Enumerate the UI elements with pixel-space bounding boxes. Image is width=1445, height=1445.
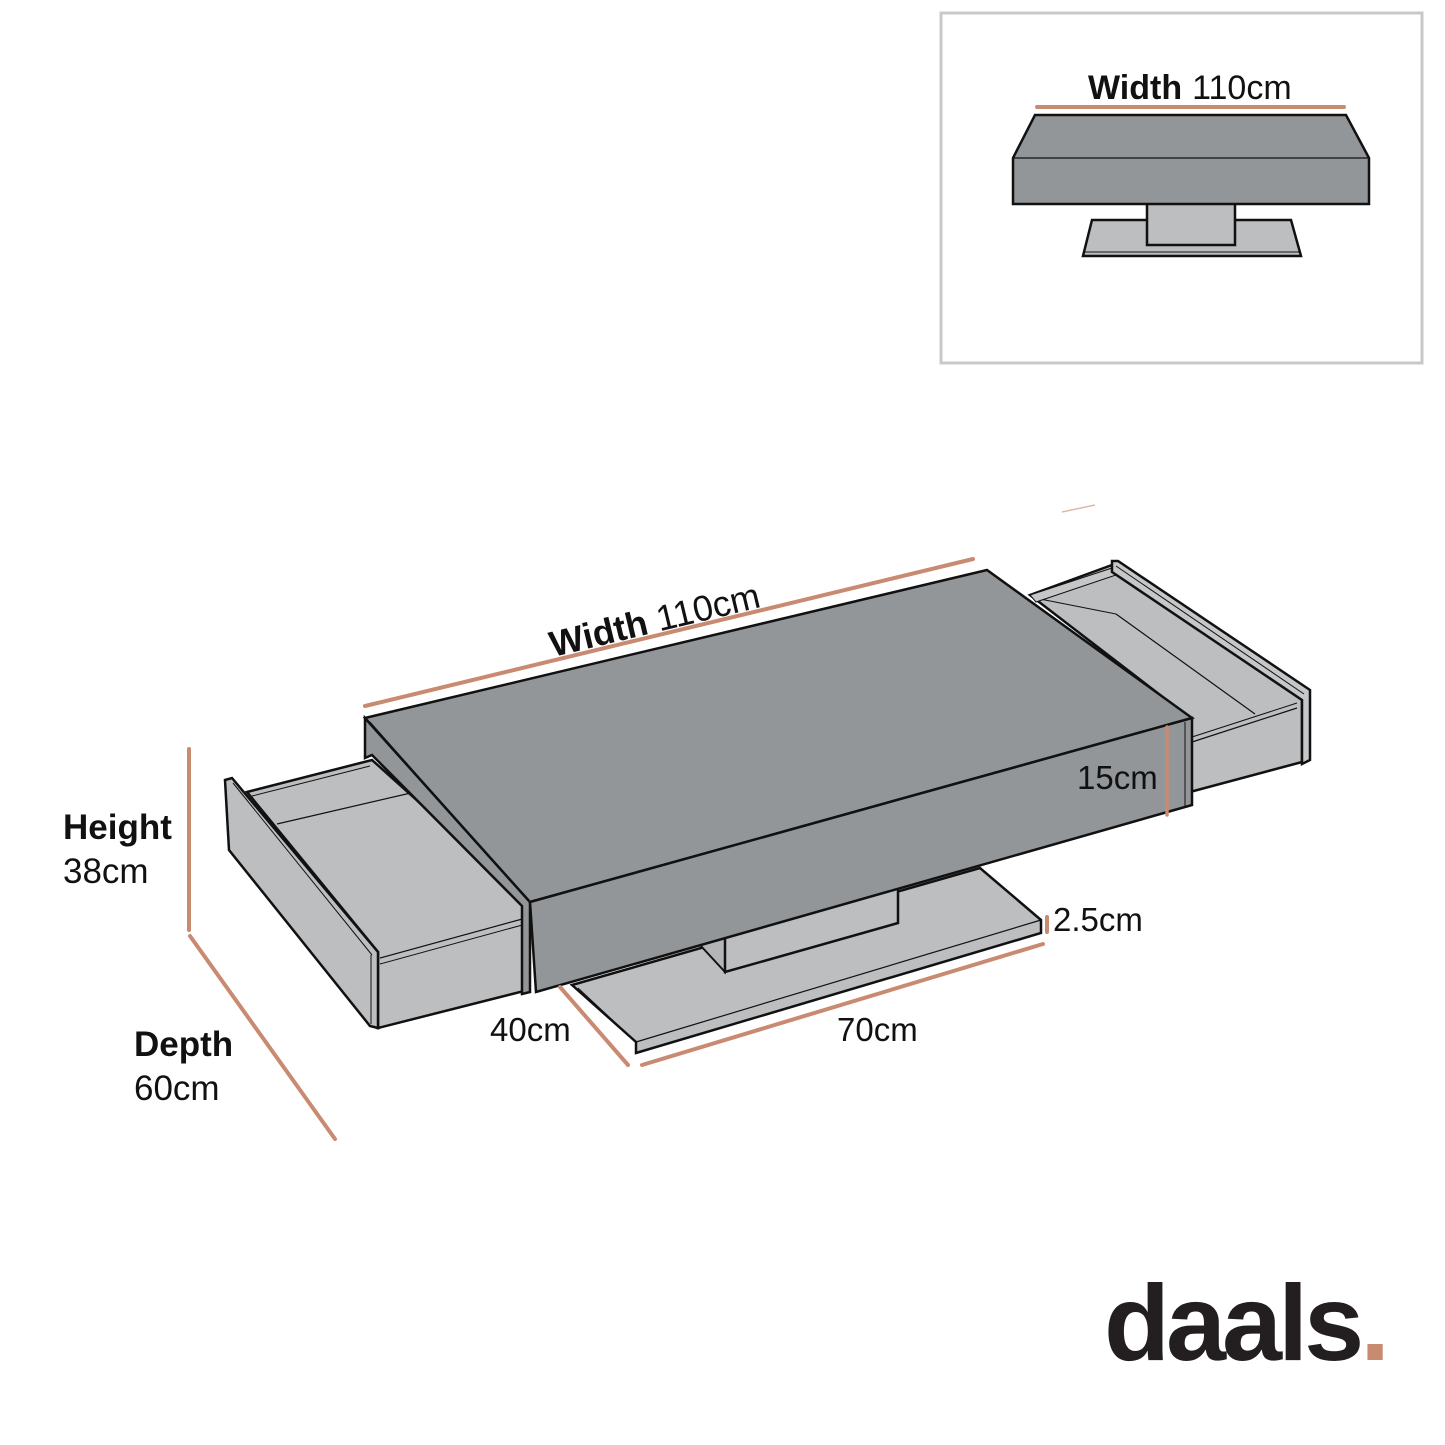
- brand-logo: daals.: [1104, 1268, 1390, 1378]
- base-depth-dimension-line: [558, 985, 630, 1067]
- base-depth-label: 40cm: [490, 1011, 571, 1048]
- base-plate: [569, 866, 1043, 1055]
- inset-table-top: [1011, 113, 1371, 206]
- inset-pedestal: [1145, 201, 1237, 247]
- depth-label-key: Depth: [134, 1025, 234, 1064]
- dimension-lines: [187, 557, 1169, 1141]
- width-dimension-line: [363, 557, 975, 708]
- depth-dimension-line: [188, 934, 337, 1141]
- top-thickness-label: 15cm: [1077, 759, 1158, 796]
- height-label: Height 38cm: [63, 806, 172, 894]
- base-thickness-label: 2.5cm: [1053, 901, 1143, 938]
- brand-dot: .: [1360, 1262, 1390, 1383]
- right-drawer: [1027, 559, 1312, 794]
- height-label-key: Height: [63, 808, 172, 847]
- table-top: [362, 568, 1195, 996]
- left-drawer: [223, 758, 530, 1030]
- base-width-dimension-line: [640, 942, 1045, 1067]
- depth-label: Depth 60cm: [134, 1023, 233, 1111]
- base-width-label: 70cm: [837, 1011, 918, 1048]
- depth-label-value: 60cm: [134, 1069, 220, 1108]
- height-label-value: 38cm: [63, 852, 149, 891]
- brand-name: daals: [1104, 1262, 1364, 1383]
